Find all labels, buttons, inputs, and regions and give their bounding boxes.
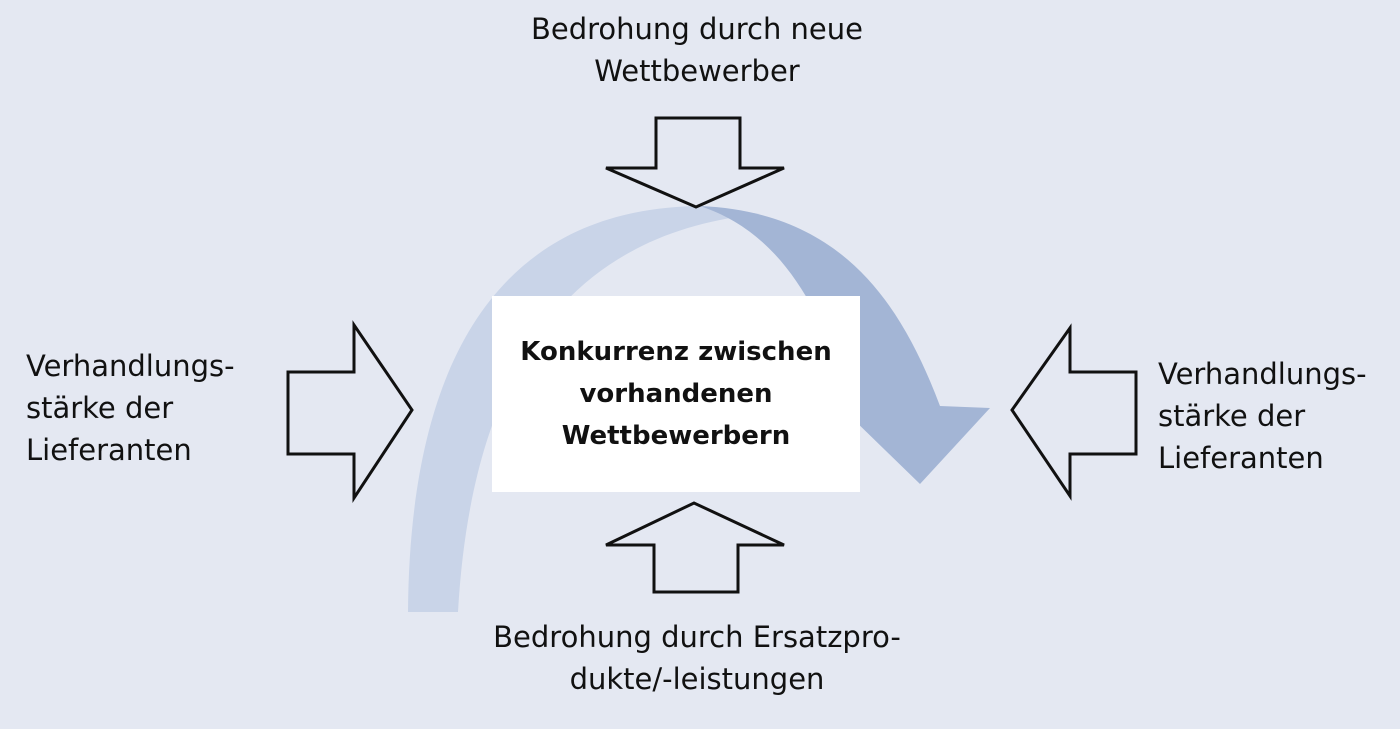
node-right-line-3: Lieferanten xyxy=(1158,441,1324,475)
node-left-line-2: stärke der xyxy=(26,391,174,425)
node-top-label: Bedrohung durch neue Wettbewerber xyxy=(450,8,944,92)
node-top-line-2: Wettbewerber xyxy=(594,54,800,88)
arrow-top-to-center xyxy=(605,116,785,209)
arrow-bottom-to-center xyxy=(605,501,785,594)
center-node-box: Konkurrenz zwischen vorhandenen Wettbewe… xyxy=(492,296,860,492)
node-top-line-1: Bedrohung durch neue xyxy=(531,12,863,46)
center-node-line-1: Konkurrenz zwischen xyxy=(520,337,832,367)
center-node-line-3: Wettbewerbern xyxy=(561,421,791,451)
node-right-line-1: Verhandlungs- xyxy=(1158,357,1367,391)
center-node-line-2: vorhandenen xyxy=(579,379,773,409)
node-bottom-line-1: Bedrohung durch Ersatzpro- xyxy=(493,620,901,654)
node-right-label: Verhandlungs- stärke der Lieferanten xyxy=(1158,353,1367,479)
node-bottom-line-2: dukte/-leistungen xyxy=(569,662,825,696)
arrow-right-to-center xyxy=(1010,323,1138,501)
node-left-line-3: Lieferanten xyxy=(26,433,192,467)
node-right-line-2: stärke der xyxy=(1158,399,1306,433)
node-left-line-1: Verhandlungs- xyxy=(26,349,235,383)
node-bottom-label: Bedrohung durch Ersatzpro- dukte/-leistu… xyxy=(450,616,944,700)
node-left-label: Verhandlungs- stärke der Lieferanten xyxy=(26,345,235,471)
arrow-left-to-center xyxy=(286,320,414,504)
